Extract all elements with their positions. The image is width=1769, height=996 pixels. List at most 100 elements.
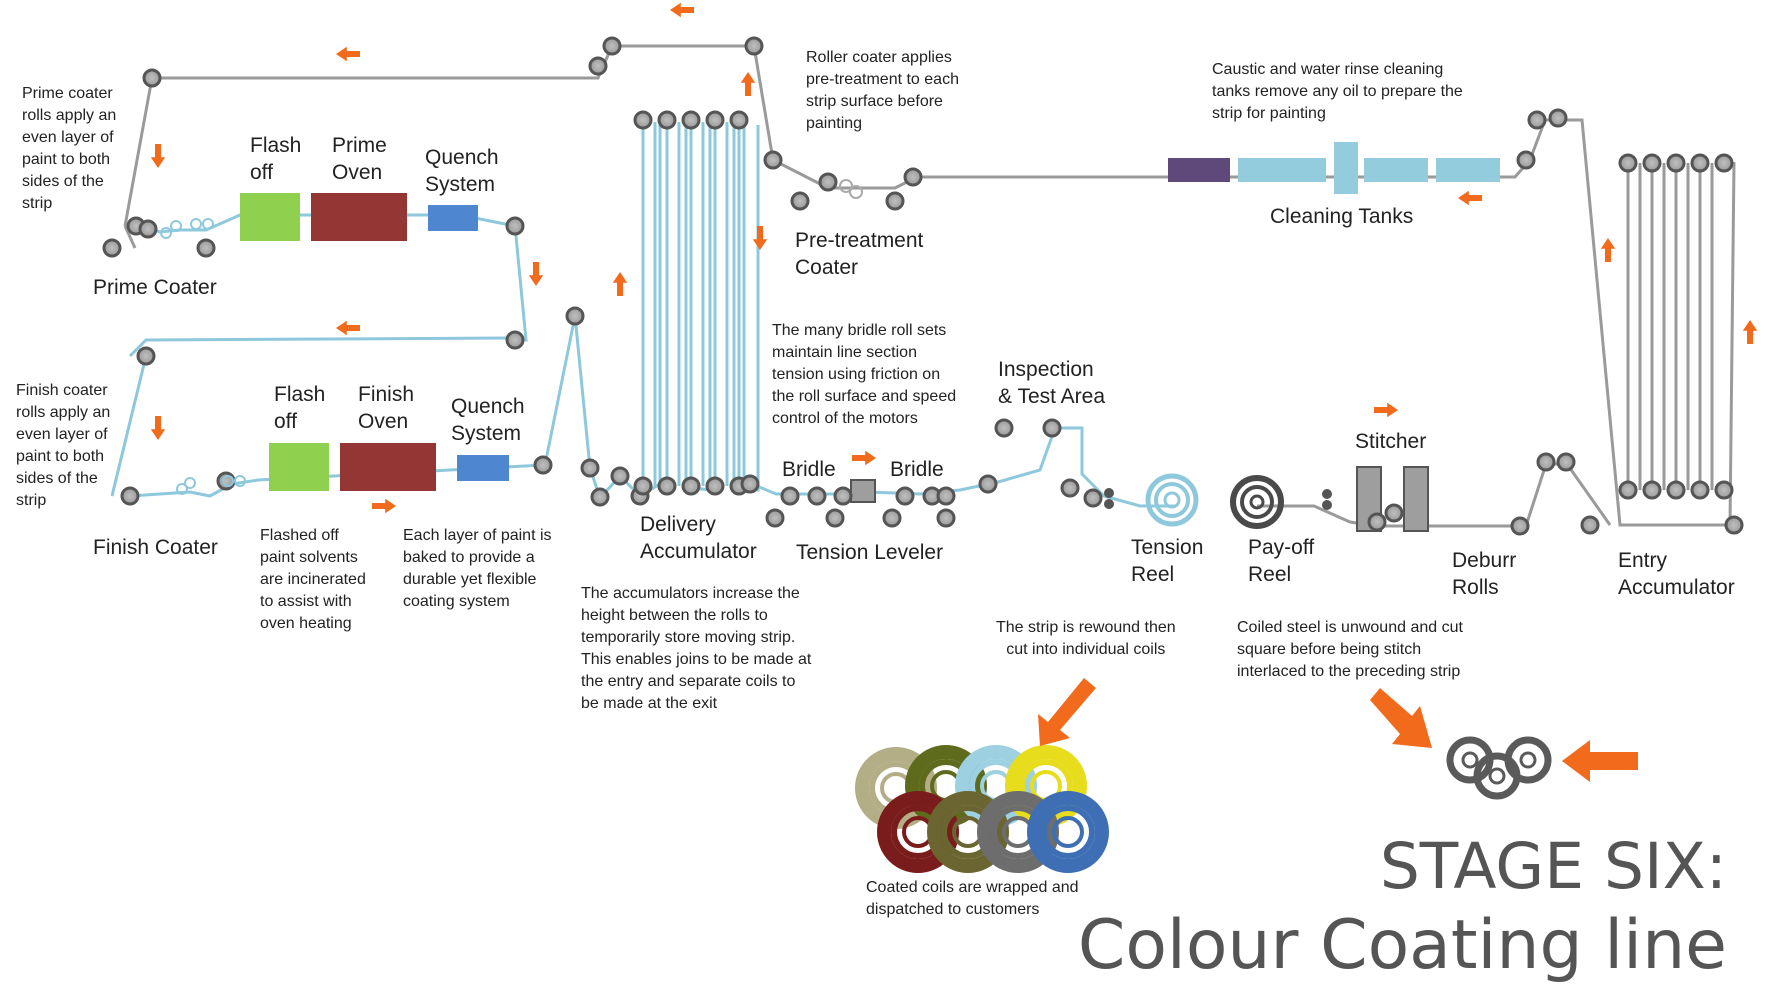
arrow-left-icon xyxy=(336,46,360,62)
roller xyxy=(102,238,122,258)
inspection-line-1: Inspection xyxy=(998,358,1094,381)
finish-coater-note-line: rolls apply an xyxy=(16,404,111,421)
roller xyxy=(1642,480,1662,500)
roller xyxy=(978,474,998,494)
big-arrow-icon xyxy=(1370,688,1432,748)
accumulator-note: The accumulators increase the height bet… xyxy=(581,583,811,715)
roller xyxy=(533,455,553,475)
roller xyxy=(705,476,725,496)
arrow-left-icon xyxy=(336,320,360,336)
entry-accumulator-line-2: Accumulator xyxy=(1618,576,1735,599)
accumulator-note-line: temporarily store moving strip. xyxy=(581,629,796,646)
arrow-down-icon xyxy=(150,416,166,440)
roller xyxy=(1580,515,1600,535)
finish-coater-note-line: even layer of xyxy=(16,426,108,443)
roller xyxy=(936,508,956,528)
finish-coater-note: Finish coater rolls apply an even layer … xyxy=(16,380,110,512)
roller xyxy=(580,458,600,478)
roller xyxy=(602,36,622,56)
flashed-off-note-line: paint solvents xyxy=(260,549,358,566)
finish-coater-note-line: Finish coater xyxy=(16,382,108,399)
arrow-up-icon xyxy=(1600,238,1616,262)
rollers xyxy=(102,36,1744,536)
prime-oven-box xyxy=(311,193,407,241)
prime-oven-line-1: Prime xyxy=(332,134,387,157)
roller xyxy=(790,191,810,211)
tension-leveler-label: Tension Leveler xyxy=(796,541,944,564)
prime-coater-note-line: strip xyxy=(22,195,53,212)
tension-reel-label: Tension Reel xyxy=(1131,534,1203,588)
flash-off-top-box xyxy=(240,193,300,241)
roller xyxy=(994,418,1014,438)
arrow-right-icon xyxy=(372,498,396,514)
roller xyxy=(1714,153,1734,173)
arrow-down-icon xyxy=(150,144,166,168)
flow-arrows xyxy=(150,2,1758,782)
bridle-left-label: Bridle xyxy=(782,458,836,481)
roller-coater-note-line: pre-treatment to each xyxy=(806,71,959,88)
stage-title: STAGE SIX: xyxy=(1379,830,1727,903)
coated-note-line: dispatched to customers xyxy=(866,901,1040,918)
roller xyxy=(1527,110,1547,130)
inspection-label: Inspection & Test Area xyxy=(998,356,1105,410)
finish-coater-label: Finish Coater xyxy=(93,536,218,559)
deburr-rolls-line-2: Rolls xyxy=(1452,576,1499,599)
coiled-note-line: square before being stitch xyxy=(1237,641,1422,658)
prime-coater-rolls xyxy=(160,218,214,239)
roller xyxy=(1367,512,1387,532)
rewound-note: The strip is rewound then cut into indiv… xyxy=(996,617,1176,661)
flashed-off-note-line: are incinerated xyxy=(260,571,366,588)
arrow-down-icon xyxy=(528,262,544,286)
cleaning-tanks-label: Cleaning Tanks xyxy=(1270,205,1414,228)
roller xyxy=(895,486,915,506)
flash-off-bottom-box xyxy=(269,443,329,491)
roller xyxy=(780,486,800,506)
roller xyxy=(744,36,764,56)
finish-oven-line-2: Oven xyxy=(358,410,409,433)
roller xyxy=(1690,153,1710,173)
rewound-note-line: The strip is rewound then xyxy=(996,619,1176,636)
finish-oven-box xyxy=(340,443,436,491)
cleaning-tank-3 xyxy=(1436,158,1500,182)
quench-bottom-line-1: Quench xyxy=(451,395,525,418)
roller xyxy=(590,487,610,507)
roller xyxy=(610,466,630,486)
arrow-up-icon xyxy=(1742,320,1758,344)
roller xyxy=(1384,503,1404,523)
roller xyxy=(1666,153,1686,173)
stage-subtitle: Colour Coating line xyxy=(1077,906,1727,985)
finish-oven-line-1: Finish xyxy=(358,383,415,406)
roller xyxy=(505,330,525,350)
roller-coater-note: Roller coater applies pre-treatment to e… xyxy=(806,47,959,135)
caustic-tank xyxy=(1168,158,1230,182)
accumulator-note-line: height between the rolls to xyxy=(581,607,768,624)
baked-note-line: durable yet flexible xyxy=(403,571,537,588)
roller-coater-note-line: strip surface before xyxy=(806,93,943,110)
roller xyxy=(765,508,785,528)
payoff-reel-line-1: Pay-off xyxy=(1248,536,1315,559)
baked-note-line: Each layer of paint is xyxy=(403,527,552,544)
flash-off-bottom-label: Flash off xyxy=(274,381,325,435)
accumulator-note-line: The accumulators increase the xyxy=(581,585,800,602)
roller xyxy=(729,110,749,130)
flashed-off-note-line: oven heating xyxy=(260,615,352,632)
coiled-note: Coiled steel is unwound and cut square b… xyxy=(1237,617,1463,683)
arrow-up-icon xyxy=(740,72,756,96)
finish-coater-note-line: paint to both xyxy=(16,448,105,465)
delivery-accumulator-label: Delivery Accumulator xyxy=(640,511,757,565)
finish-coater-note-line: strip xyxy=(16,492,47,509)
stitcher-right xyxy=(1403,466,1429,532)
roller xyxy=(1556,452,1576,472)
roller xyxy=(136,346,156,366)
quench-bottom-line-2: System xyxy=(451,422,522,445)
tension-reel xyxy=(1145,473,1199,527)
finish-coater-rolls xyxy=(176,475,246,495)
roller xyxy=(1060,478,1080,498)
coiled-note-line: Coiled steel is unwound and cut xyxy=(1237,619,1463,636)
roller xyxy=(196,238,216,258)
payoff-reel-line-2: Reel xyxy=(1248,563,1292,586)
arrow-left-icon xyxy=(670,2,694,18)
roller xyxy=(833,486,853,506)
